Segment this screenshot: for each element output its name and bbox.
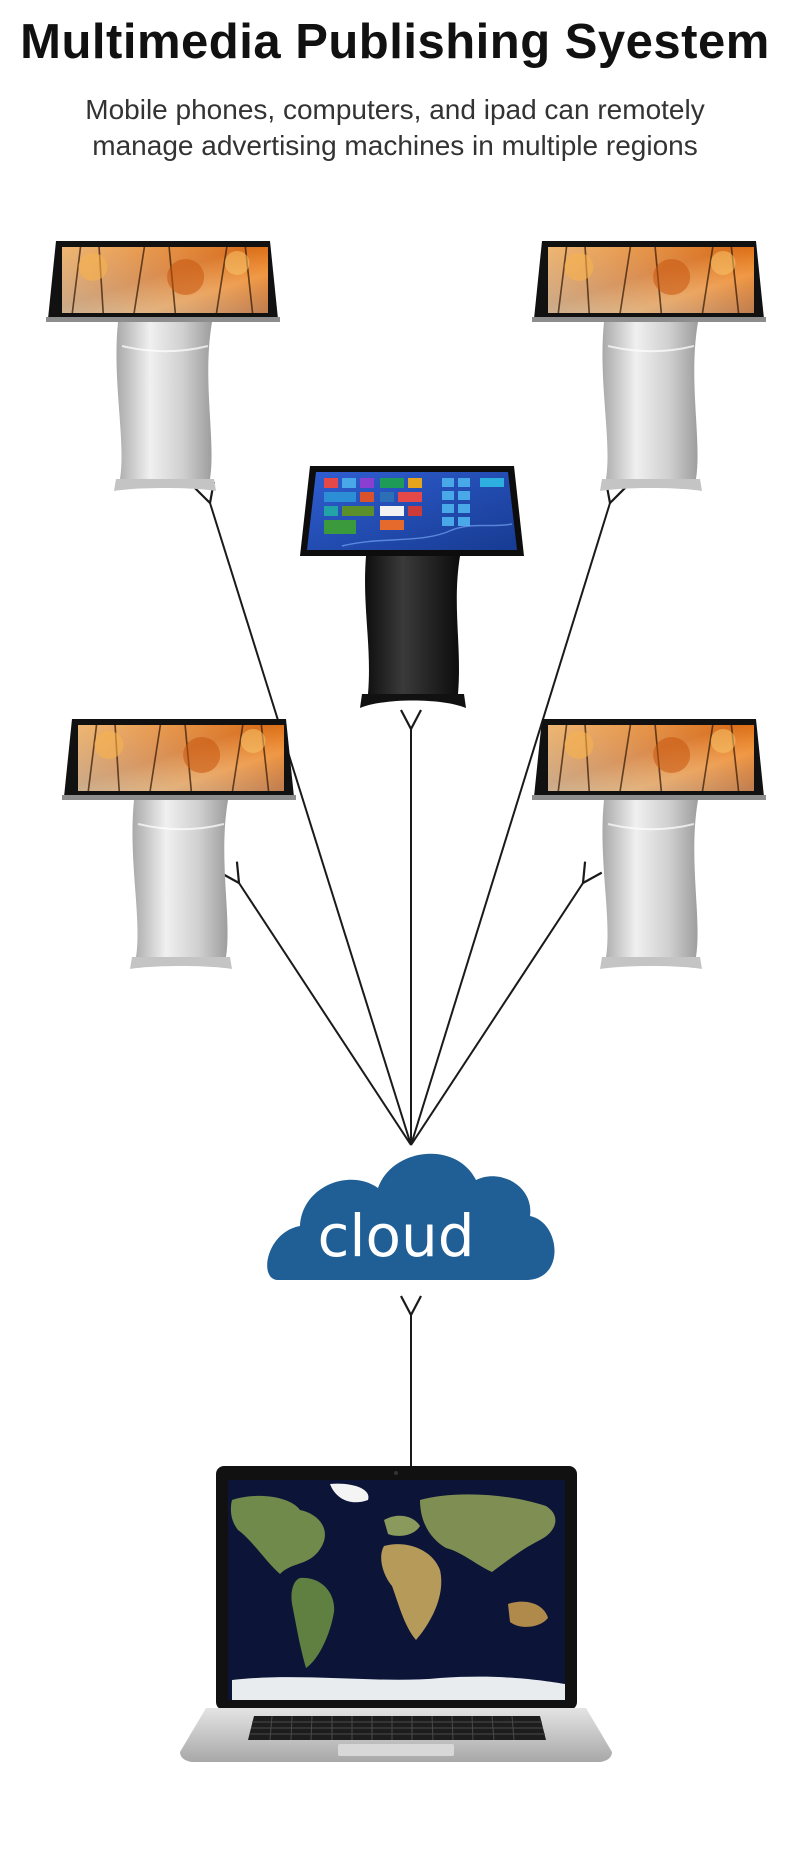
cloud-node: cloud	[267, 1153, 555, 1280]
page-title: Multimedia Publishing Syestem	[20, 15, 770, 69]
kiosk-top-left	[46, 241, 280, 491]
arrow-to-kiosk-top-right	[410, 503, 610, 1146]
cloud-icon	[267, 1153, 555, 1280]
connection-arrows	[210, 503, 610, 1468]
arrow-to-kiosk-middle-right	[410, 883, 583, 1146]
windows-tiles	[324, 478, 504, 534]
kiosk-top-right	[532, 241, 766, 491]
kiosk-center	[300, 466, 524, 708]
webcam	[394, 1471, 398, 1475]
kiosk-middle-right	[532, 719, 766, 969]
laptop	[180, 1466, 612, 1762]
cloud-label: cloud	[317, 1202, 474, 1270]
page-subtitle: Mobile phones, computers, and ipad can r…	[85, 94, 705, 161]
kiosk-middle-left	[62, 719, 296, 969]
laptop-keyboard	[248, 1715, 546, 1741]
laptop-trackpad	[338, 1744, 454, 1756]
arrow-to-kiosk-middle-left	[239, 883, 412, 1146]
world-map-image	[230, 1483, 565, 1700]
arrow-to-kiosk-top-left	[210, 503, 412, 1146]
